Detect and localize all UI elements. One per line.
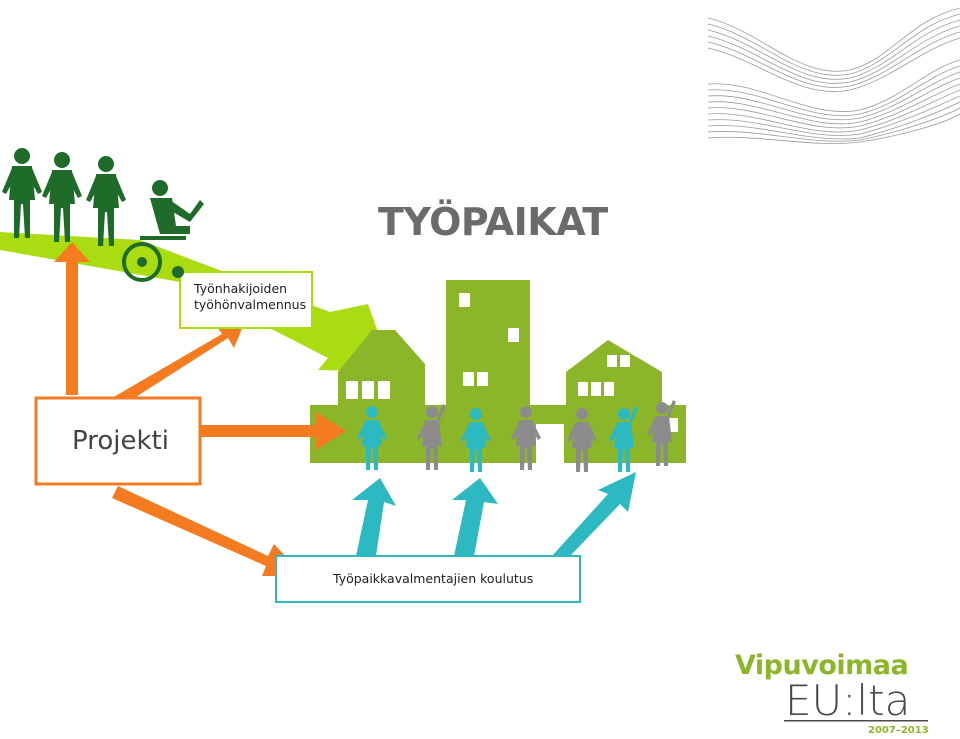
logo-underline — [784, 720, 928, 722]
project-arrows — [54, 242, 346, 576]
jobseekers-box — [179, 271, 313, 329]
logo-vipuvoimaa: Vipuvoimaa — [735, 650, 909, 681]
coaches-label: Työpaikkavalmentajien koulutus — [333, 571, 534, 586]
jobseeker-ramp — [0, 232, 392, 372]
building-windows — [346, 293, 678, 464]
logo-years: 2007–2013 — [868, 725, 929, 736]
person-icon — [42, 152, 82, 242]
person-icon — [86, 156, 126, 246]
coaches-box — [275, 555, 581, 603]
person-icon — [2, 148, 42, 238]
logo-eulta: EU:lta — [785, 676, 911, 725]
jobseeker-figures — [2, 148, 204, 282]
wheelchair-icon — [122, 180, 204, 282]
jobseekers-label-line2: työhönvalmennus — [194, 297, 307, 312]
project-label: Projekti — [72, 426, 169, 456]
coach-arrows — [352, 472, 636, 556]
jobseekers-label-line1: Työnhakijoiden — [194, 281, 288, 296]
project-box — [34, 396, 202, 486]
page-title: TYÖPAIKAT — [378, 200, 608, 244]
wave-decoration — [707, 7, 960, 144]
